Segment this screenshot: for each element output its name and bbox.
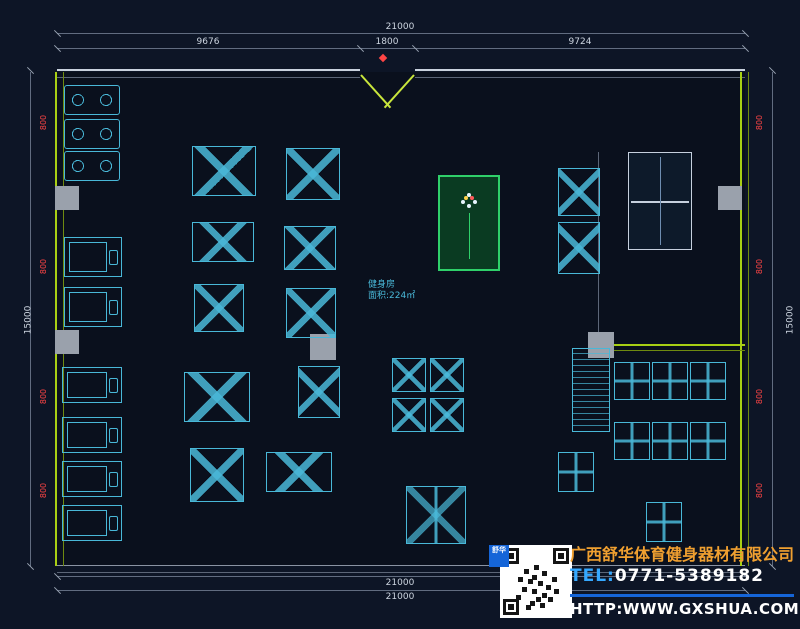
adjustable-bench bbox=[614, 362, 650, 400]
dumbbell-rack bbox=[392, 358, 426, 392]
adjustable-bench bbox=[558, 452, 594, 492]
dimension-line bbox=[772, 72, 773, 566]
dim-right-mark: 800 bbox=[755, 114, 765, 131]
dim-left-mark: 800 bbox=[39, 258, 49, 275]
treadmill bbox=[64, 287, 122, 327]
dim-right-mark: 800 bbox=[755, 482, 765, 499]
adjustable-bench bbox=[614, 422, 650, 460]
adjustable-bench bbox=[690, 422, 726, 460]
strength-machine bbox=[286, 288, 336, 338]
dim-top-total: 21000 bbox=[385, 22, 415, 32]
dim-left-mark: 800 bbox=[39, 114, 49, 131]
dim-left-mark: 800 bbox=[39, 388, 49, 405]
dimension-line bbox=[57, 576, 745, 577]
wall-left-glass bbox=[55, 72, 64, 566]
telephone-line: TEL:0771-5389182 bbox=[570, 566, 764, 586]
pec-deck-machine bbox=[184, 372, 250, 422]
strength-machine bbox=[286, 148, 340, 200]
dimension-line bbox=[30, 72, 31, 566]
room-label: 健身房 面积:224㎡ bbox=[368, 280, 415, 302]
adjustable-bench bbox=[652, 362, 688, 400]
tel-number: 0771-5389182 bbox=[614, 566, 765, 586]
column bbox=[55, 186, 79, 210]
seated-machine bbox=[558, 222, 600, 274]
dumbbell-rack bbox=[392, 398, 426, 432]
leg-press-machine bbox=[266, 452, 332, 492]
treadmill bbox=[62, 461, 122, 497]
dim-left-mark: 800 bbox=[39, 482, 49, 499]
strength-machine bbox=[284, 226, 336, 270]
treadmill bbox=[62, 367, 122, 403]
seated-machine bbox=[558, 168, 600, 216]
dimension-line bbox=[57, 33, 745, 34]
door-axis-mark bbox=[378, 53, 388, 63]
dumbbell-rack bbox=[430, 398, 464, 432]
spin-bike bbox=[64, 151, 120, 181]
room-name: 健身房 bbox=[368, 280, 396, 290]
pool-table bbox=[438, 175, 500, 271]
dim-top-segment: 1800 bbox=[375, 37, 399, 47]
room-area: 面积:224㎡ bbox=[368, 291, 416, 301]
column bbox=[310, 334, 336, 360]
strength-machine bbox=[298, 366, 340, 418]
spin-bike bbox=[64, 119, 120, 149]
wall-bottom bbox=[57, 565, 745, 573]
adjustable-bench bbox=[690, 362, 726, 400]
wall-top-left-segment bbox=[57, 69, 360, 78]
cable-station bbox=[572, 348, 610, 432]
dim-bottom-total: 21000 bbox=[385, 578, 415, 588]
company-name: 广西舒华体育健身器材有限公司 bbox=[570, 545, 795, 564]
dumbbell-rack bbox=[430, 358, 464, 392]
treadmill bbox=[64, 237, 122, 277]
dim-top-segment: 9724 bbox=[568, 37, 592, 47]
website-url: HTTP:WWW.GXSHUA.COM bbox=[570, 600, 800, 618]
spin-bike bbox=[64, 85, 120, 115]
multi-station bbox=[406, 486, 466, 544]
divider-rule bbox=[570, 594, 794, 597]
lat-pulldown-machine bbox=[192, 146, 256, 196]
treadmill bbox=[62, 417, 122, 453]
adjustable-bench bbox=[652, 422, 688, 460]
dim-bottom-total: 21000 bbox=[385, 592, 415, 602]
brand-logo: 舒华 bbox=[489, 545, 509, 567]
strength-machine bbox=[190, 448, 244, 502]
dim-top-segment: 9676 bbox=[196, 37, 220, 47]
tennis-table bbox=[628, 152, 692, 250]
wall-right-glass bbox=[740, 72, 749, 566]
partition-wall bbox=[598, 344, 745, 351]
dim-right-mark: 800 bbox=[755, 258, 765, 275]
dimension-line bbox=[57, 48, 745, 49]
tel-label: TEL: bbox=[570, 566, 615, 586]
dim-right-total: 15000 bbox=[785, 305, 796, 335]
column bbox=[55, 330, 79, 354]
wall-top-right-segment bbox=[415, 69, 745, 78]
adjustable-bench bbox=[646, 502, 682, 542]
dim-left-total: 15000 bbox=[23, 305, 34, 335]
dimension-line bbox=[57, 590, 745, 591]
column bbox=[718, 186, 742, 210]
dim-right-mark: 800 bbox=[755, 388, 765, 405]
treadmill bbox=[62, 505, 122, 541]
strength-machine bbox=[194, 284, 244, 332]
bench-rack bbox=[192, 222, 254, 262]
qr-code bbox=[500, 545, 572, 618]
plan-interior bbox=[57, 72, 745, 566]
